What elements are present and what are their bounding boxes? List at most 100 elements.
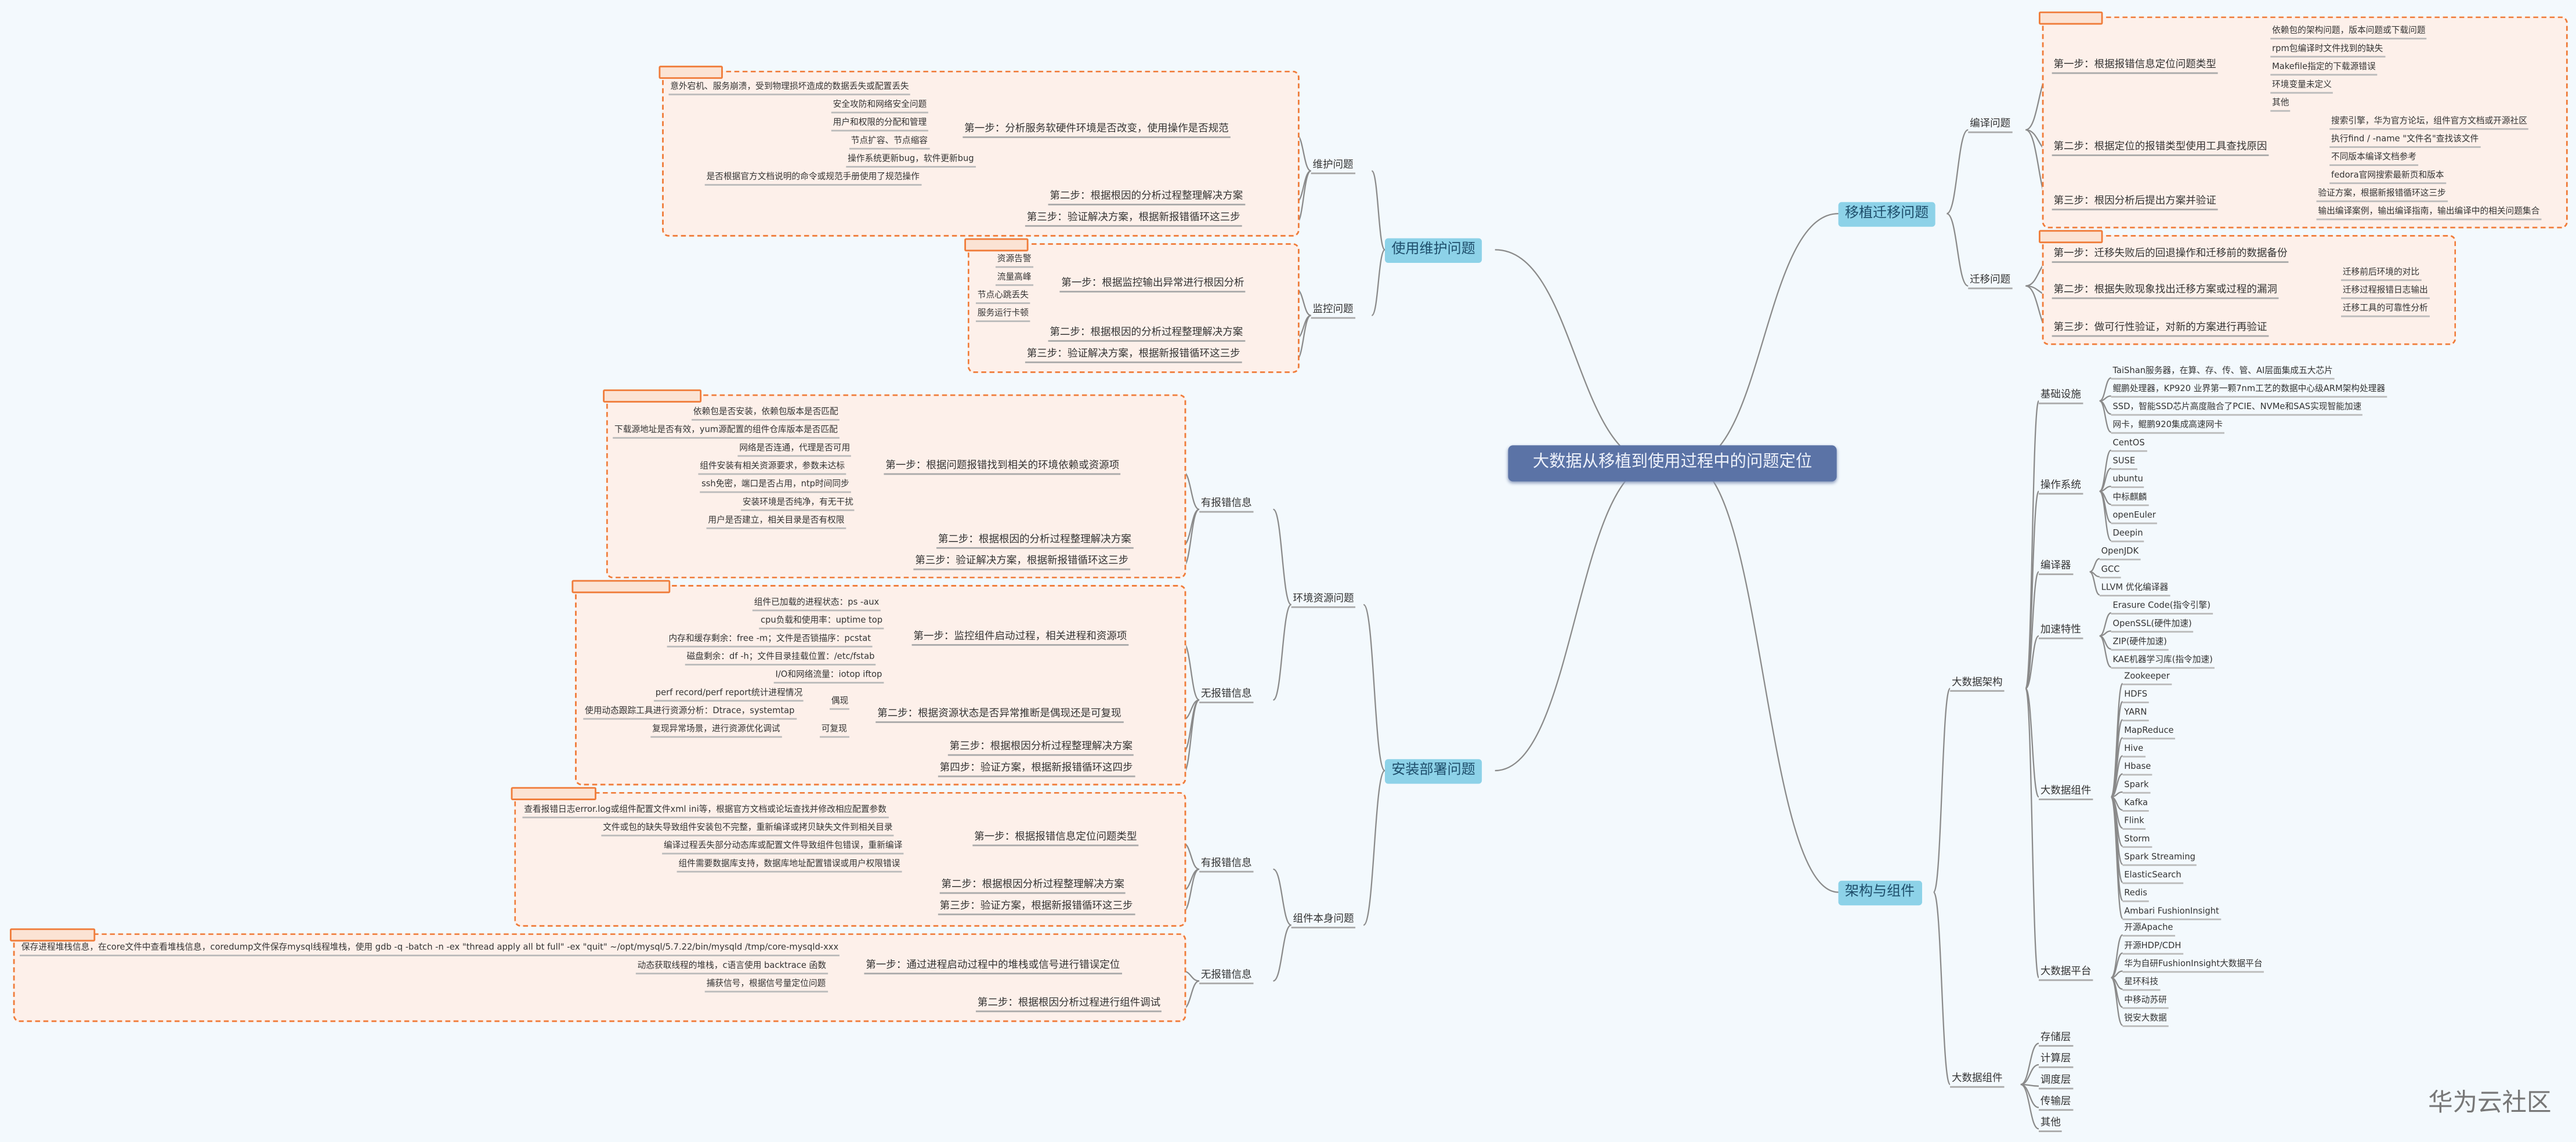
leaf[interactable]: 安装环境是否纯净，有无干扰	[741, 498, 855, 511]
leaf[interactable]: Hive	[2122, 745, 2145, 758]
leaf[interactable]: ElasticSearch	[2122, 871, 2183, 884]
leaf[interactable]: 服务运行卡顿	[975, 309, 1030, 322]
leaf[interactable]: 锐安大数据	[2122, 1014, 2169, 1027]
leaf[interactable]: 流量高峰	[995, 273, 1033, 286]
node-maint-w2[interactable]: 第二步：根据根因的分析过程整理解决方案	[1048, 190, 1245, 205]
leaf[interactable]: HDFS	[2122, 690, 2149, 703]
leaf[interactable]: 网卡，鲲鹏920集成高速网卡	[2111, 421, 2224, 434]
leaf[interactable]: LLVM 优化编译器	[2099, 583, 2170, 597]
node-arch-os[interactable]: 操作系统	[2039, 480, 2083, 495]
node-migrate-v1[interactable]: 第一步：迁移失败后的回退操作和迁移前的数据备份	[2052, 248, 2289, 263]
leaf[interactable]: 资源告警	[995, 255, 1033, 268]
node-maint-j1[interactable]: 第一步：根据监控输出异常进行根因分析	[1059, 278, 1246, 293]
node-arch-infra[interactable]: 基础设施	[2039, 389, 2083, 404]
leaf[interactable]: perf record/perf report统计进程情况	[653, 688, 805, 702]
node-migrate-v3[interactable]: 第三步：做可行性验证，对新的方案进行再验证	[2052, 322, 2269, 337]
leaf[interactable]: 文件或包的缺失导致组件安装包不完整，重新编译或拷贝缺失文件到相关目录	[601, 823, 895, 837]
node-maint-w1[interactable]: 第一步：分析服务软硬件环境是否改变，使用操作是否规范	[963, 123, 1231, 138]
leaf[interactable]: 中移动苏研	[2122, 996, 2169, 1009]
node-deploy-c2[interactable]: 第二步：根据根因分析过程整理解决方案	[939, 879, 1126, 894]
leaf[interactable]: 环境变量未定义	[2270, 81, 2333, 94]
leaf[interactable]: 开源Apache	[2122, 923, 2175, 937]
leaf[interactable]: 中标麒麟	[2111, 493, 2149, 507]
node-deploy-has-err2[interactable]: 有报错信息	[1199, 858, 1254, 873]
node-deploy-e2[interactable]: 第二步：根据根因的分析过程整理解决方案	[936, 534, 1133, 549]
leaf[interactable]: YARN	[2122, 708, 2149, 722]
leaf[interactable]: 迁移过程报错日志输出	[2341, 286, 2430, 299]
leaf[interactable]: Erasure Code(指令引擎)	[2111, 601, 2212, 615]
leaf[interactable]: ubuntu	[2111, 475, 2145, 488]
leaf[interactable]: 组件需要数据库支持，数据库地址配置错误或用户权限错误	[676, 859, 902, 873]
node-migrate-compile[interactable]: 编译问题	[1968, 118, 2013, 133]
leaf[interactable]: Zookeeper	[2122, 672, 2172, 685]
leaf[interactable]: 组件已加载的进程状态：ps -aux	[752, 598, 881, 612]
leaf[interactable]: 鲲鹏处理器，KP920 业界第一颗7nm工艺的数据中心级ARM架构处理器	[2111, 385, 2387, 398]
node-maint-j2[interactable]: 第二步：根据根因的分析过程整理解决方案	[1048, 327, 1245, 342]
leaf[interactable]: 使用动态跟踪工具进行资源分析：Dtrace，systemtap	[583, 707, 797, 720]
leaf[interactable]: SUSE	[2111, 457, 2137, 470]
leaf[interactable]: 捕获信号，根据信号量定位问题	[704, 980, 828, 993]
topic-migrate[interactable]: 移植迁移问题	[1838, 202, 1935, 227]
leaf[interactable]: 组件安装有相关资源要求，参数未达标	[698, 462, 846, 475]
node-arch-accel[interactable]: 加速特性	[2039, 624, 2083, 639]
leaf[interactable]: KAE机器学习库(指令加速)	[2111, 656, 2215, 669]
leaf[interactable]: CentOS	[2111, 439, 2147, 452]
node-deploy-n3[interactable]: 第三步：根据根因分析过程整理解决方案	[947, 741, 1134, 756]
leaf[interactable]: 节点心跳丢失	[975, 291, 1030, 304]
leaf[interactable]: 计算层	[2039, 1053, 2073, 1068]
leaf[interactable]: rpm包编译时文件找到的缺失	[2270, 44, 2385, 58]
node-deploy-env[interactable]: 环境资源问题	[1291, 593, 1356, 608]
leaf[interactable]: 磁盘剩余：df -h；文件目录挂载位置：/etc/fstab	[685, 652, 877, 666]
node-arch-layers[interactable]: 大数据组件	[1950, 1073, 2005, 1088]
node-deploy-no-err[interactable]: 无报错信息	[1199, 688, 1254, 703]
node-deploy-comp[interactable]: 组件本身问题	[1291, 913, 1356, 928]
leaf[interactable]: 用户是否建立，相关目录是否有权限	[706, 516, 846, 529]
node-arch-bigcomp[interactable]: 大数据组件	[2039, 786, 2093, 800]
leaf[interactable]: OpenJDK	[2099, 547, 2140, 561]
node-migrate-m1[interactable]: 第一步：根据报错信息定位问题类型	[2052, 59, 2218, 74]
leaf[interactable]: 输出编译案例，输出编译指南，输出编译中的相关问题集合	[2316, 207, 2542, 221]
node-migrate-m2[interactable]: 第二步：根据定位的报错类型使用工具查找原因	[2052, 142, 2269, 157]
leaf[interactable]: 查看报错日志error.log或组件配置文件xml ini等，根据官方文档或论坛…	[522, 805, 888, 819]
leaf[interactable]: MapReduce	[2122, 727, 2176, 740]
topic-maint[interactable]: 使用维护问题	[1385, 238, 1482, 263]
leaf[interactable]: 调度层	[2039, 1075, 2073, 1090]
node-deploy-e3[interactable]: 第三步：验证解决方案，根据新报错循环这三步	[913, 555, 1130, 570]
leaf[interactable]: SSD，智能SSD芯片高度融合了PCIE、NVMe和SAS实现智能加速	[2111, 403, 2364, 416]
leaf[interactable]: 操作系统更新bug，软件更新bug	[846, 154, 976, 168]
leaf[interactable]: Flink	[2122, 816, 2146, 830]
node-deploy-no-err2[interactable]: 无报错信息	[1199, 970, 1254, 985]
leaf[interactable]: 迁移前后环境的对比	[2341, 268, 2421, 281]
leaf[interactable]: Storm	[2122, 834, 2152, 848]
node-deploy-n1[interactable]: 第一步：监控组件启动过程，相关进程和资源项	[911, 631, 1129, 646]
leaf[interactable]: 依赖包是否安装，依赖包版本是否匹配	[692, 407, 840, 421]
leaf[interactable]: Spark Streaming	[2122, 853, 2197, 866]
leaf[interactable]: 其他	[2039, 1117, 2063, 1132]
leaf[interactable]: OpenSSL(硬件加速)	[2111, 620, 2194, 633]
leaf[interactable]: 依赖包的架构问题，版本问题或下载问题	[2270, 26, 2427, 39]
leaf[interactable]: 节点扩容、节点缩容	[849, 136, 929, 150]
leaf[interactable]: 执行find / -name "文件名"查找该文件	[2329, 135, 2481, 148]
leaf[interactable]: 其他	[2270, 99, 2291, 112]
node-deploy-n2[interactable]: 第二步：根据资源状态是否异常推断是偶现还是可复现	[875, 708, 1123, 723]
leaf[interactable]: Deepin	[2111, 529, 2145, 543]
topic-arch[interactable]: 架构与组件	[1838, 880, 1922, 906]
node-occasional[interactable]: 偶现	[829, 697, 851, 710]
leaf[interactable]: Spark	[2122, 780, 2151, 794]
leaf[interactable]: GCC	[2099, 565, 2122, 579]
leaf[interactable]: 安全攻防和网络安全问题	[831, 100, 929, 114]
leaf[interactable]: 网络是否连通，代理是否可用	[737, 444, 852, 457]
node-deploy-e1[interactable]: 第一步：根据问题报错找到相关的环境依赖或资源项	[884, 460, 1121, 475]
leaf[interactable]: Kafka	[2122, 798, 2150, 812]
leaf[interactable]: 存储层	[2039, 1032, 2073, 1047]
node-migrate-v2[interactable]: 第二步：根据失败现象找出迁移方案或过程的漏洞	[2052, 284, 2279, 299]
leaf[interactable]: Makefile指定的下载源错误	[2270, 63, 2378, 76]
node-deploy-c1[interactable]: 第一步：根据报错信息定位问题类型	[972, 832, 1139, 847]
node-deploy-c3[interactable]: 第三步：验证方案，根据新报错循环这三步	[938, 901, 1135, 916]
node-maint-weihu[interactable]: 维护问题	[1311, 160, 1355, 175]
leaf[interactable]: cpu负载和使用率：uptime top	[759, 616, 884, 630]
node-deploy-n4[interactable]: 第四步：验证方案，根据新报错循环这四步	[938, 762, 1135, 778]
leaf[interactable]: 搜索引擎，华为官方论坛，组件官方文档或开源社区	[2329, 117, 2529, 130]
node-maint-w3[interactable]: 第三步：验证解决方案，根据新报错循环这三步	[1025, 212, 1242, 227]
leaf[interactable]: Hbase	[2122, 762, 2153, 776]
